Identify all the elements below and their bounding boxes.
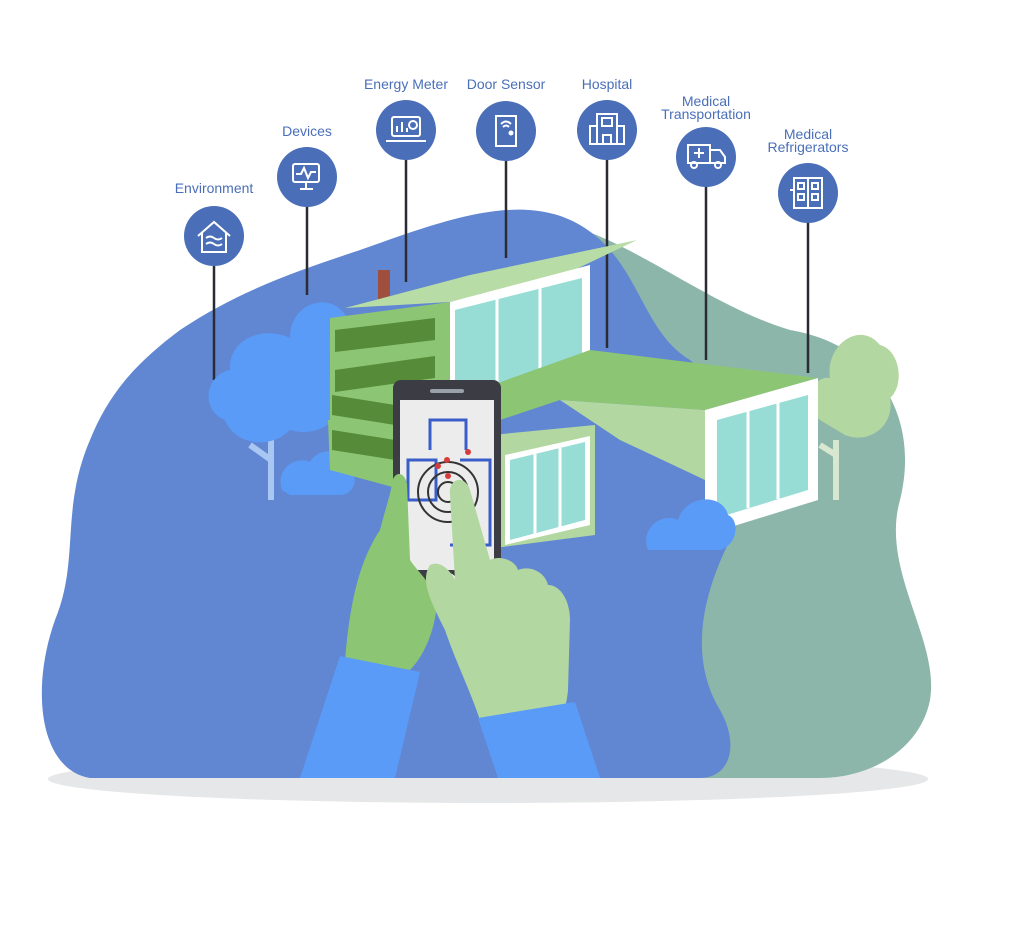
left-hand (345, 473, 437, 670)
upper-roof (345, 240, 637, 308)
ambulance-icon (687, 144, 726, 169)
monitor-device-icon (292, 163, 320, 190)
label-medical-line1: Medical (784, 126, 832, 142)
label-door-sensor: Door Sensor (467, 76, 546, 92)
label-hospital: Hospital (582, 76, 633, 92)
right-wing-window (717, 395, 808, 518)
hands (300, 473, 600, 778)
laptop-meter-icon (386, 116, 426, 142)
refrigerator-icon (790, 177, 823, 209)
node-hospital[interactable]: Hospital (577, 76, 637, 160)
label-energy-meter: Energy Meter (364, 76, 448, 92)
node-energy-meter[interactable]: Energy Meter (364, 76, 448, 160)
right-tree (809, 334, 899, 500)
chimney (378, 270, 390, 302)
label-refrigerators: Refrigerators (768, 139, 849, 155)
node-medical-transportation[interactable]: Medical Transportation (661, 93, 751, 187)
label-devices: Devices (282, 123, 332, 139)
smart-building (328, 240, 818, 555)
connector-lines (212, 158, 810, 380)
node-devices[interactable]: Devices (277, 123, 337, 207)
node-medical-refrigerators[interactable]: Medical Refrigerators (768, 126, 849, 223)
right-hand (425, 479, 570, 722)
label-transportation: Transportation (661, 106, 751, 122)
node-door-sensor[interactable]: Door Sensor (467, 76, 546, 161)
node-environment[interactable]: Environment (175, 180, 254, 266)
house-waves-icon (197, 220, 231, 253)
left-sleeve (300, 656, 420, 778)
right-sleeve (478, 702, 600, 778)
bush-right (646, 499, 736, 550)
label-environment: Environment (175, 180, 254, 196)
label-medical-line1: Medical (682, 93, 730, 109)
door-wifi-icon (495, 115, 517, 147)
hospital-building-icon (589, 113, 625, 145)
